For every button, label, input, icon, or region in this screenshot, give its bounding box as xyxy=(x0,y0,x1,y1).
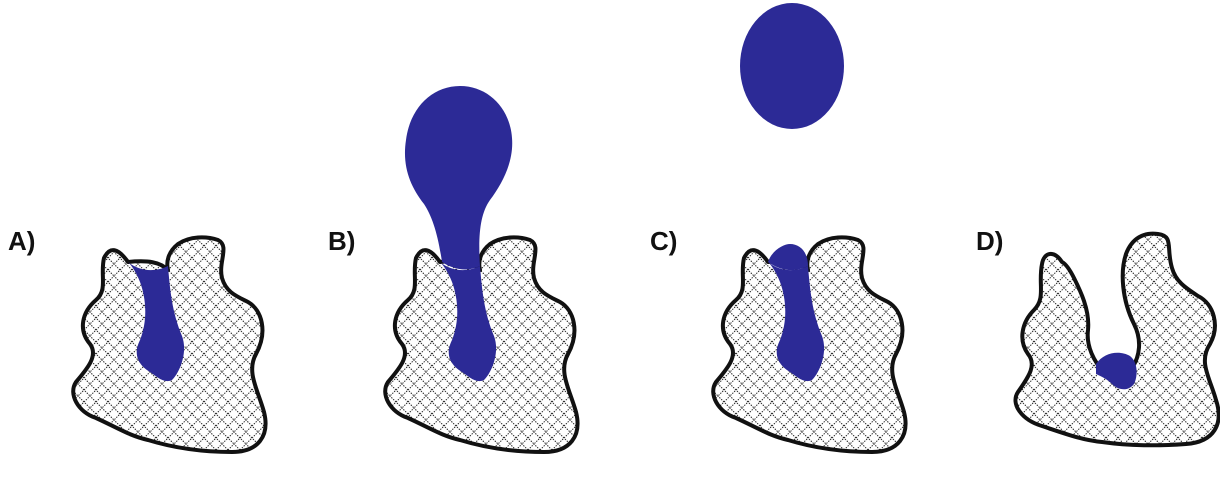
detached-droplet-c xyxy=(740,3,844,129)
porous-particle-d xyxy=(1015,234,1218,446)
panel-b: B) xyxy=(328,86,578,452)
panel-d: D) xyxy=(976,226,1219,445)
panel-label-c: C) xyxy=(650,226,677,256)
panel-label-d: D) xyxy=(976,226,1003,256)
panel-a: A) xyxy=(8,226,266,452)
panel-c: C) xyxy=(650,3,906,452)
panel-label-b: B) xyxy=(328,226,355,256)
panel-label-a: A) xyxy=(8,226,35,256)
